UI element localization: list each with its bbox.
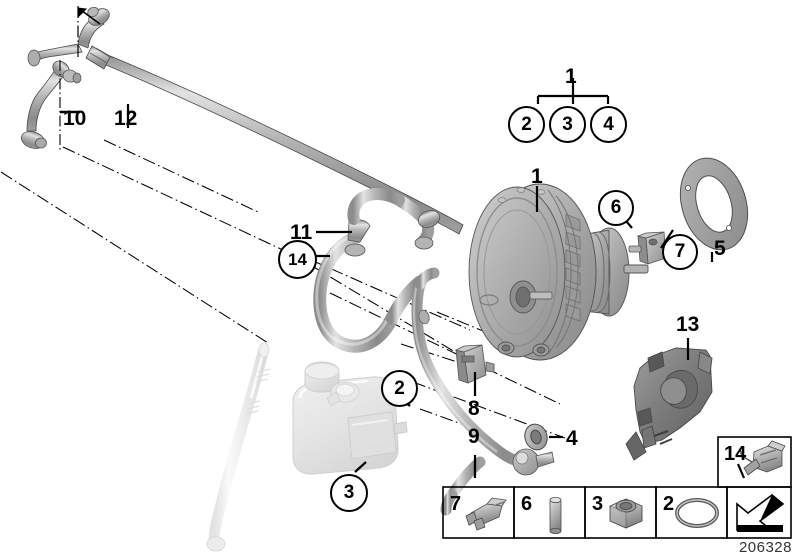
- brake-booster: [468, 183, 649, 361]
- legend-number-7: 7: [450, 493, 462, 515]
- reservoir-feed-hose-ghost: [206, 342, 271, 552]
- brake-fluid-reservoir-ghost: [292, 361, 408, 475]
- vacuum-pipe-lower: [411, 267, 555, 516]
- vacuum-connector-block: [454, 344, 495, 384]
- callout-4-circle[interactable]: 4: [590, 106, 627, 143]
- legend-icon-spring-clip: [465, 497, 507, 531]
- clevis-pin-and-clip: [628, 231, 679, 265]
- callout-9: 9: [468, 425, 480, 448]
- callout-10: 10: [63, 107, 87, 130]
- diagram-part-number: 206328: [738, 539, 792, 556]
- vacuum-hose-loop: [313, 219, 427, 353]
- callout-1-booster: 1: [531, 165, 543, 188]
- callout-3-circle[interactable]: 3: [549, 106, 586, 143]
- legend-icon-direction-arrow: [736, 493, 785, 532]
- group-bracket: [536, 78, 610, 104]
- callout-2-circle-mid[interactable]: 2: [381, 370, 418, 407]
- legend-number-3: 3: [592, 493, 604, 515]
- assembly-direction-arrow-top: [77, 6, 101, 60]
- legend-number-2: 2: [663, 493, 675, 515]
- callout-12: 12: [114, 107, 138, 130]
- callout-2-circle[interactable]: 2: [508, 106, 545, 143]
- vacuum-line-long: [347, 188, 441, 250]
- callout-14-circle[interactable]: 14: [278, 240, 317, 279]
- callout-8: 8: [468, 397, 480, 420]
- legend-number-14: 14: [724, 443, 747, 465]
- callout-3-circle-mid[interactable]: 3: [330, 474, 368, 512]
- callout-1-top: 1: [565, 65, 577, 88]
- legend-icon-hex-nut: [609, 498, 643, 529]
- callout-5: 5: [714, 237, 726, 260]
- booster-gasket: [679, 157, 749, 251]
- callout-13: 13: [676, 313, 700, 336]
- booster-mounting-bracket: [625, 347, 713, 461]
- legend-strip: [442, 436, 792, 539]
- legend-number-6: 6: [521, 493, 533, 515]
- callout-7-circle[interactable]: 7: [662, 234, 698, 270]
- callout-4-mid: 4: [566, 427, 578, 450]
- callout-6-circle[interactable]: 6: [598, 190, 634, 226]
- seal-grommet-mid: [524, 423, 563, 451]
- callout-11: 11: [290, 221, 313, 244]
- legend-icon-o-ring: [675, 498, 719, 528]
- legend-icon-hose-clamp: [739, 440, 786, 476]
- legend-icon-pin: [549, 496, 562, 535]
